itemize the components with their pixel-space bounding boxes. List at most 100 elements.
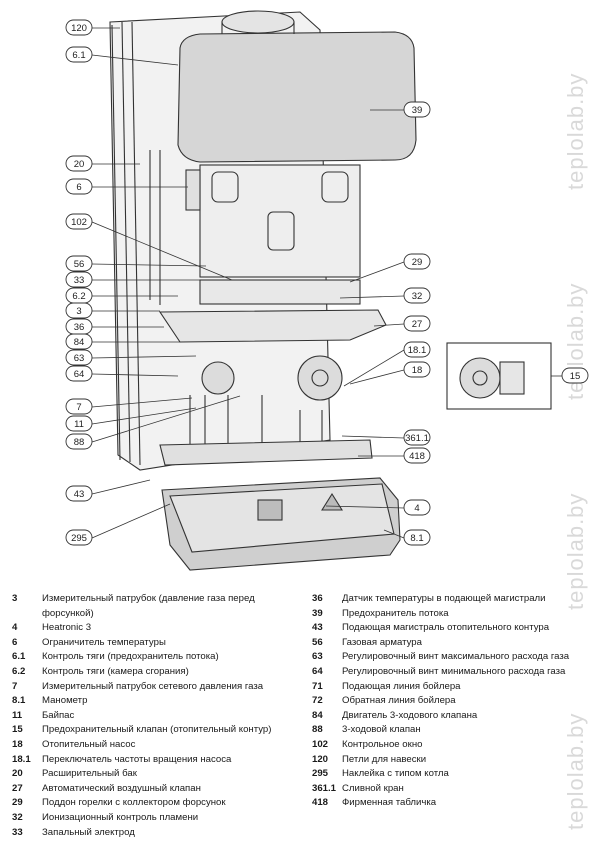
legend-number: 88	[312, 724, 323, 736]
callout-number: 8.1	[410, 533, 423, 544]
legend-number: 84	[312, 709, 323, 721]
callout-29: 29	[403, 253, 431, 270]
callout-6-2: 6.2	[65, 287, 93, 304]
callout-418: 418	[403, 447, 431, 464]
callout-number: 20	[74, 159, 85, 170]
legend-number: 4	[12, 622, 18, 634]
callout-pill	[403, 287, 431, 304]
legend-number: 8.1	[12, 695, 26, 707]
callout-39: 39	[403, 101, 431, 118]
callout-pill	[65, 485, 93, 502]
legend-item: 72 Обратная линия бойлера	[312, 694, 602, 709]
callout-295: 295	[65, 529, 93, 546]
legend-description: Отопительный насос	[42, 738, 136, 750]
legend-description: Автоматический воздушный клапан	[42, 782, 201, 794]
legend-number: 64	[312, 665, 323, 677]
callout-number: 6.2	[72, 291, 85, 302]
callout-number: 6	[76, 182, 81, 193]
callout-number: 36	[74, 322, 85, 333]
callout-120: 120	[65, 19, 93, 36]
legend-description: Подающая линия бойлера	[342, 680, 461, 692]
legend-description: Подающая магистраль отопительного контур…	[342, 622, 550, 634]
callout-pill	[65, 365, 93, 382]
callout-361-1: 361.1	[403, 429, 431, 446]
legend-description: Газовая арматура	[342, 636, 422, 648]
callout-number: 64	[74, 369, 85, 380]
legend-description: Петли для навески	[342, 753, 427, 765]
callout-number: 15	[570, 371, 581, 382]
legend-number: 27	[12, 782, 23, 794]
callout-number: 84	[74, 337, 85, 348]
callout-pill	[561, 367, 589, 384]
callout-pill	[403, 429, 431, 446]
callout-number: 18	[412, 365, 423, 376]
callout-number: 7	[76, 402, 81, 413]
callout-number: 18.1	[408, 345, 427, 356]
callout-56: 56	[65, 255, 93, 272]
legend-description: Запальный электрод	[42, 826, 135, 838]
callout-pill	[403, 447, 431, 464]
legend-number: 32	[12, 811, 23, 823]
legend-item: 88 3-ходовой клапан	[312, 723, 602, 738]
legend-description: Обратная линия бойлера	[342, 695, 456, 707]
legend-number: 418	[312, 797, 329, 809]
callout-number: 3	[76, 306, 81, 317]
callout-number: 39	[412, 105, 423, 116]
callout-number: 4	[414, 503, 419, 514]
legend-description: Контроль тяги (камера сгорания)	[42, 665, 189, 677]
legend-number: 120	[312, 753, 329, 765]
callout-pill	[65, 271, 93, 288]
legend-description: Измерительный патрубок (давление газа пе…	[42, 593, 255, 619]
legend-number: 72	[312, 695, 323, 707]
leader-lines	[91, 27, 562, 539]
callout-number: 29	[412, 257, 423, 268]
legend-description: Ионизационный контроль пламени	[42, 811, 199, 823]
callout-number: 361.1	[405, 433, 429, 444]
callout-7: 7	[65, 398, 93, 415]
legend-description: 3-ходовой клапан	[342, 724, 421, 736]
legend-description: Контроль тяги (предохранитель потока)	[42, 651, 219, 663]
callout-pill	[65, 529, 93, 546]
callout-number: 27	[412, 319, 423, 330]
legend-description: Ограничитель температуры	[42, 636, 166, 648]
callout-number: 11	[74, 419, 84, 430]
callout-6-1: 6.1	[65, 46, 93, 63]
legend-description: Датчик температуры в подающей магистрали	[342, 593, 546, 604]
callout-pill	[403, 341, 431, 358]
callout-32: 32	[403, 287, 431, 304]
callout-20: 20	[65, 155, 93, 172]
callout-number: 6.1	[72, 50, 85, 61]
callout-pill	[65, 415, 93, 432]
legend-number: 6.2	[12, 665, 26, 677]
legend-description: Поддон горелки с коллектором форсунок	[42, 797, 226, 809]
legend-number: 102	[312, 738, 329, 750]
callout-6: 6	[65, 178, 93, 195]
callout-pill	[403, 529, 431, 546]
callout-pill	[403, 253, 431, 270]
callout-pill	[403, 361, 431, 378]
legend-number: 6.1	[12, 651, 26, 663]
legend-description: Манометр	[42, 695, 88, 707]
callout-pill	[65, 19, 93, 36]
callout-number: 102	[71, 217, 87, 228]
callout-pill	[403, 101, 431, 118]
callout-36: 36	[65, 318, 93, 335]
callout-3: 3	[65, 302, 93, 319]
callout-18-1: 18.1	[403, 341, 431, 358]
